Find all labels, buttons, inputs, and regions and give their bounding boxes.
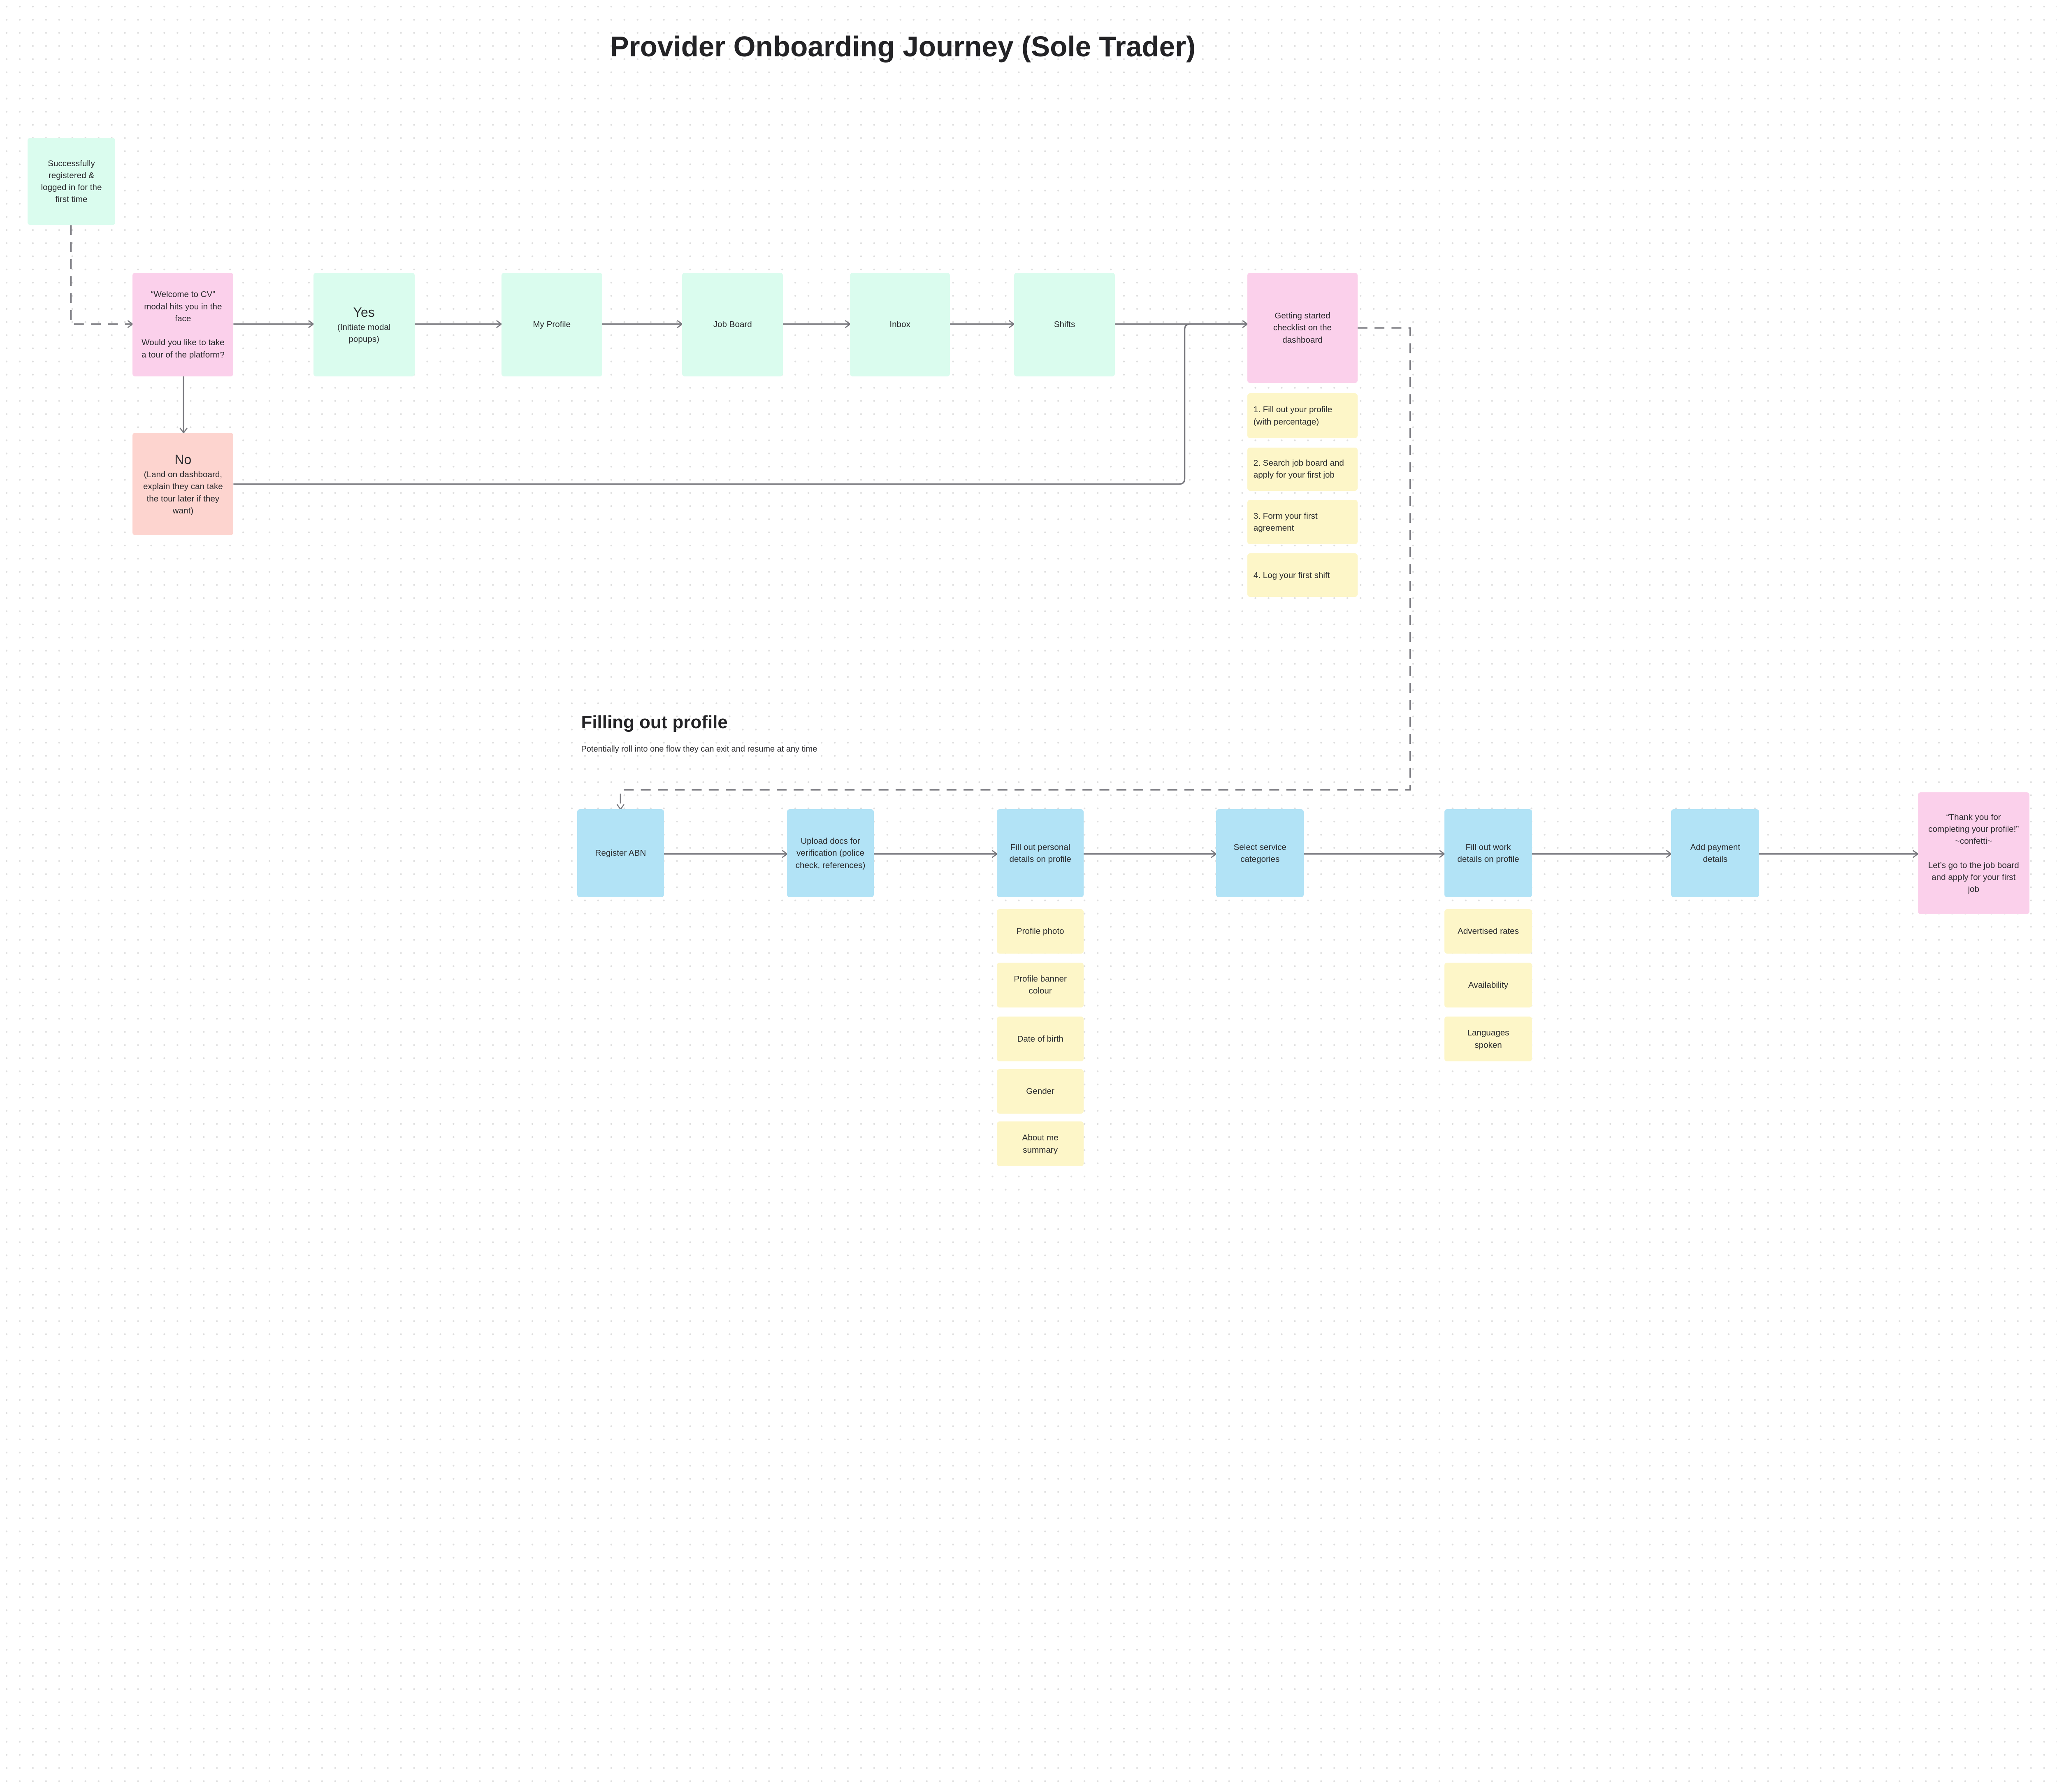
connector-no-to-checklist [233,323,1248,485]
node-getting-started-checklist[interactable]: Getting started checklist on the dashboa… [1247,273,1358,383]
personal-detail-item[interactable]: Profile banner colour [997,963,1084,1007]
checklist-item[interactable]: 4. Log your first shift [1247,553,1358,597]
node-personal-details[interactable]: Fill out personal details on profile [997,809,1084,897]
node-welcome-modal[interactable]: “Welcome to CV” modal hits you in the fa… [132,273,234,376]
node-thank-you[interactable]: “Thank you for completing your profile!”… [1918,792,2029,915]
node-register-abn[interactable]: Register ABN [577,809,664,897]
page-title: Provider Onboarding Journey (Sole Trader… [610,30,1196,63]
section-subtitle: Potentially roll into one flow they can … [581,745,817,754]
personal-detail-item[interactable]: Gender [997,1069,1084,1114]
personal-detail-item[interactable]: Profile photo [997,909,1084,954]
work-detail-item[interactable]: Languages spoken [1444,1017,1532,1061]
node-payment-details[interactable]: Add payment details [1671,809,1760,897]
node-job-board[interactable]: Job Board [682,273,783,376]
node-work-details[interactable]: Fill out work details on profile [1444,809,1532,897]
node-shifts[interactable]: Shifts [1014,273,1115,376]
node-my-profile[interactable]: My Profile [501,273,602,376]
node-inbox[interactable]: Inbox [850,273,950,376]
node-yes-title: Yes [353,305,375,320]
work-detail-item[interactable]: Advertised rates [1444,909,1532,954]
node-service-categories[interactable]: Select service categories [1216,809,1304,897]
node-upload-docs[interactable]: Upload docs for verification (police che… [787,809,874,897]
node-no-title: No [174,452,192,467]
personal-detail-item[interactable]: Date of birth [997,1017,1084,1061]
connectors [70,225,1919,858]
node-yes[interactable]: Yes (Initiate modal popups) [313,273,415,376]
checklist-item[interactable]: 1. Fill out your profile (with percentag… [1247,393,1358,438]
node-start[interactable]: Successfully registered & logged in for … [27,137,116,225]
section-heading: Filling out profile [581,712,728,733]
personal-detail-item[interactable]: About me summary [997,1121,1084,1166]
node-yes-detail: (Initiate modal popups) [337,322,391,344]
connector-checklist-to-profile-flow [616,327,1411,810]
node-no[interactable]: No (Land on dashboard, explain they can … [132,433,234,536]
checklist-item[interactable]: 2. Search job board and apply for your f… [1247,447,1358,491]
work-detail-item[interactable]: Availability [1444,963,1532,1007]
connector-start-to-welcome [70,225,134,328]
checklist-item[interactable]: 3. Form your first agreement [1247,499,1358,545]
node-no-detail: (Land on dashboard, explain they can tak… [143,469,223,515]
